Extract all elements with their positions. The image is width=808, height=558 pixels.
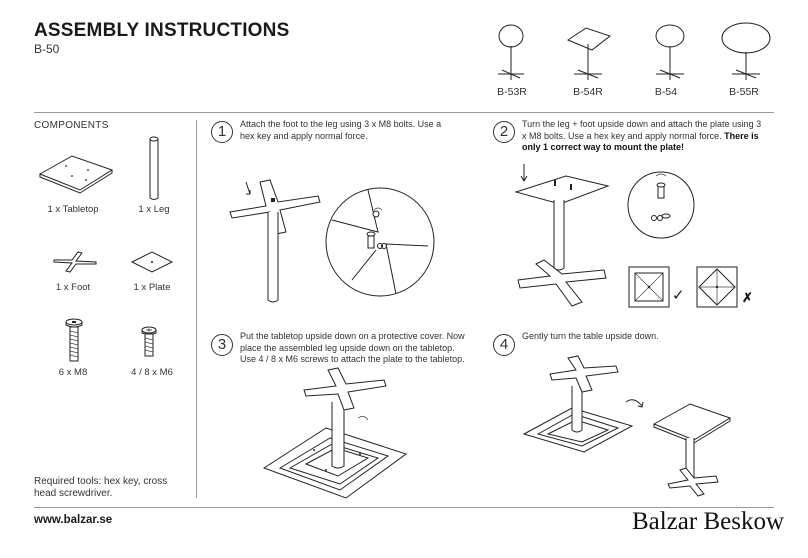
step-1-detail-circle — [325, 187, 435, 297]
step-4-number: 4 — [493, 334, 515, 356]
screw-m6-icon — [141, 326, 157, 357]
step-2-instructions: Turn the leg + foot upside down and atta… — [522, 119, 762, 153]
wrong-cross-icon: ✗ — [742, 290, 753, 305]
step-2-number: 2 — [493, 121, 515, 143]
model-b54r-illustration — [566, 27, 612, 80]
brand-logo: Balzar Beskow — [631, 508, 784, 535]
components-divider — [196, 120, 197, 498]
tabletop-icon — [38, 155, 114, 194]
model-b53r-illustration — [498, 24, 524, 80]
step-2-detail-circle — [627, 171, 695, 239]
model-label-b55r: B-55R — [729, 86, 759, 98]
component-label-plate: 1 x Plate — [133, 282, 171, 293]
component-label-tabletop: 1 x Tabletop — [47, 204, 99, 215]
website-link[interactable]: www.balzar.se — [34, 514, 113, 526]
step-4-upright-table — [652, 403, 732, 497]
component-label-m6: 4 / 8 x M6 — [131, 367, 173, 378]
rotate-arrow-icon — [625, 399, 644, 408]
step-2-leg-plate-illustration — [514, 164, 610, 307]
page-title: ASSEMBLY INSTRUCTIONS — [34, 20, 290, 41]
bolt-m8-icon — [65, 318, 83, 362]
step-4-upside-down-table — [522, 355, 634, 453]
model-b54-illustration — [655, 24, 685, 80]
required-tools: Required tools: hex key, cross head scre… — [34, 476, 168, 499]
header-divider — [34, 112, 774, 113]
step-3-instructions: Put the tabletop upside down on a protec… — [240, 331, 465, 364]
step-4-instructions: Gently turn the table upside down. — [522, 331, 659, 341]
foot-icon — [53, 251, 97, 273]
model-code: B-50 — [34, 42, 60, 56]
model-label-b53r: B-53R — [497, 86, 527, 98]
model-label-b54r: B-54R — [573, 86, 603, 98]
step-1-instructions: Attach the foot to the leg using 3 x M8 … — [240, 119, 442, 141]
model-b55r-illustration — [721, 22, 771, 80]
model-label-b54: B-54 — [654, 86, 678, 98]
step-1-leg-foot-illustration — [229, 179, 321, 303]
plate-icon — [130, 251, 174, 273]
component-label-m8: 6 x M8 — [58, 367, 88, 378]
correct-check-icon: ✓ — [672, 287, 685, 304]
component-label-foot: 1 x Foot — [55, 282, 91, 293]
plate-correct-orientation — [628, 266, 670, 308]
footer-divider — [34, 507, 774, 508]
step-3-number: 3 — [211, 334, 233, 356]
component-label-leg: 1 x Leg — [138, 204, 170, 215]
components-heading: COMPONENTS — [34, 120, 109, 131]
step-3-tabletop-assembly-illustration — [262, 367, 408, 499]
step-2-warning: There is only 1 correct way to mount the… — [522, 130, 759, 153]
step-1-number: 1 — [211, 121, 233, 143]
plate-wrong-orientation — [696, 266, 738, 308]
leg-icon — [149, 136, 159, 200]
